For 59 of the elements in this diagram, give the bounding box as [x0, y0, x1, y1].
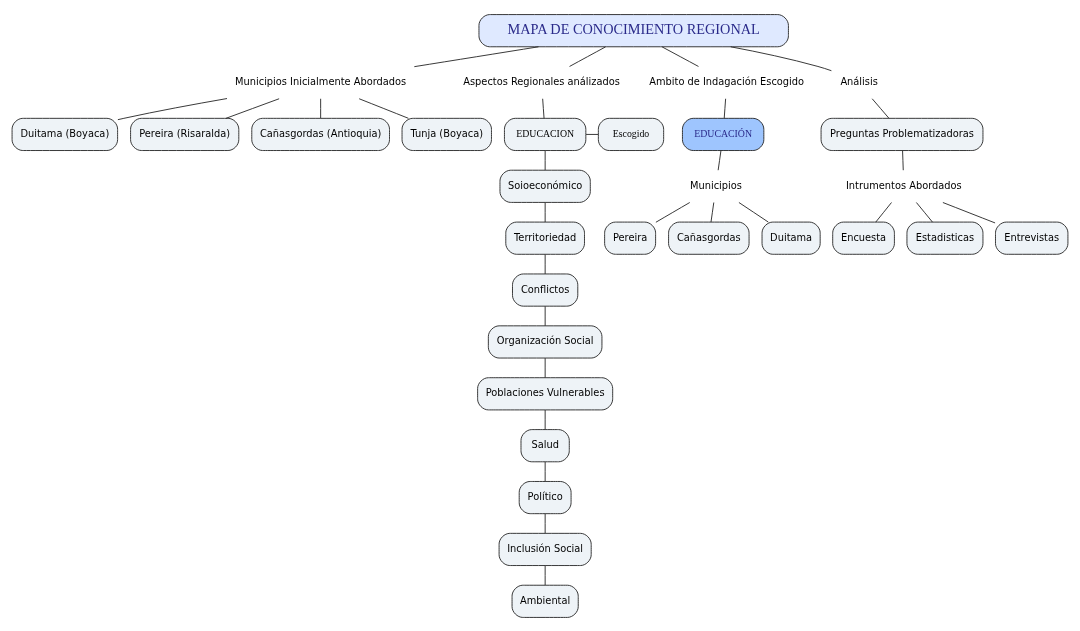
connector	[544, 409, 546, 430]
connector	[320, 97, 322, 119]
connector	[544, 201, 546, 223]
connector	[717, 149, 722, 171]
connector	[942, 201, 996, 223]
connector	[569, 45, 606, 67]
node-box: Soioeconómico	[499, 169, 591, 203]
node-box: Ambiental	[511, 584, 579, 618]
node-box: Inclusión Social	[498, 532, 592, 566]
node-box: Duitama	[761, 221, 821, 255]
connector	[413, 45, 539, 67]
connector	[544, 149, 546, 171]
connector	[544, 512, 546, 534]
node-box: Cañasgordas (Antioquia)	[251, 117, 390, 151]
node-box: Entrevistas	[995, 221, 1069, 255]
connector	[723, 97, 727, 119]
connector	[915, 201, 933, 223]
connector	[544, 357, 546, 378]
node-box: Pereira (Risaralda)	[130, 117, 240, 151]
node-box: Escogido	[597, 117, 665, 151]
connector	[875, 201, 892, 223]
node-box: Pereira	[604, 221, 657, 255]
connector	[710, 201, 715, 223]
node-box: Cañasgordas	[668, 221, 750, 255]
node-box: Político	[518, 480, 572, 514]
node-box: Preguntas Problematizadoras	[820, 117, 984, 151]
node-box: Salud	[520, 428, 570, 462]
connector	[544, 460, 546, 482]
connector	[544, 253, 546, 274]
node-text: Aspectos Regionales análizados	[463, 75, 620, 87]
connector	[871, 97, 890, 119]
node-box: Tunja (Boyaca)	[401, 117, 492, 151]
node-text: Intrumentos Abordados	[845, 179, 962, 191]
node-box: EDUCACION	[504, 117, 587, 151]
connector	[544, 305, 546, 326]
node-box: EDUCACIÓN	[682, 117, 765, 151]
connector	[544, 564, 546, 586]
node-text: Municipios Inicialmente Abordados	[235, 75, 407, 87]
node-box: Poblaciones Vulnerables	[477, 376, 614, 410]
node-box: Duitama (Boyaca)	[11, 117, 119, 151]
node-box: Territoriedad	[505, 221, 585, 255]
connector	[117, 97, 228, 120]
connector	[902, 149, 904, 171]
connector	[225, 97, 280, 119]
connector	[542, 97, 545, 119]
node-text: Ambito de Indagación Escogido	[649, 75, 805, 87]
connector	[358, 97, 409, 119]
node-text: Municipios	[690, 179, 742, 191]
node-box: Encuesta	[832, 221, 895, 255]
node-box: Estadisticas	[906, 221, 984, 255]
connector	[730, 45, 832, 71]
node-box: MAPA DE CONOCIMIENTO REGIONAL	[478, 13, 789, 47]
node-box: Conflictos	[512, 273, 579, 307]
connector	[738, 201, 769, 223]
node-box: Organización Social	[487, 324, 603, 358]
node-text: Análisis	[840, 75, 878, 87]
connector	[661, 45, 699, 67]
connector	[655, 201, 691, 223]
connector	[585, 133, 599, 135]
